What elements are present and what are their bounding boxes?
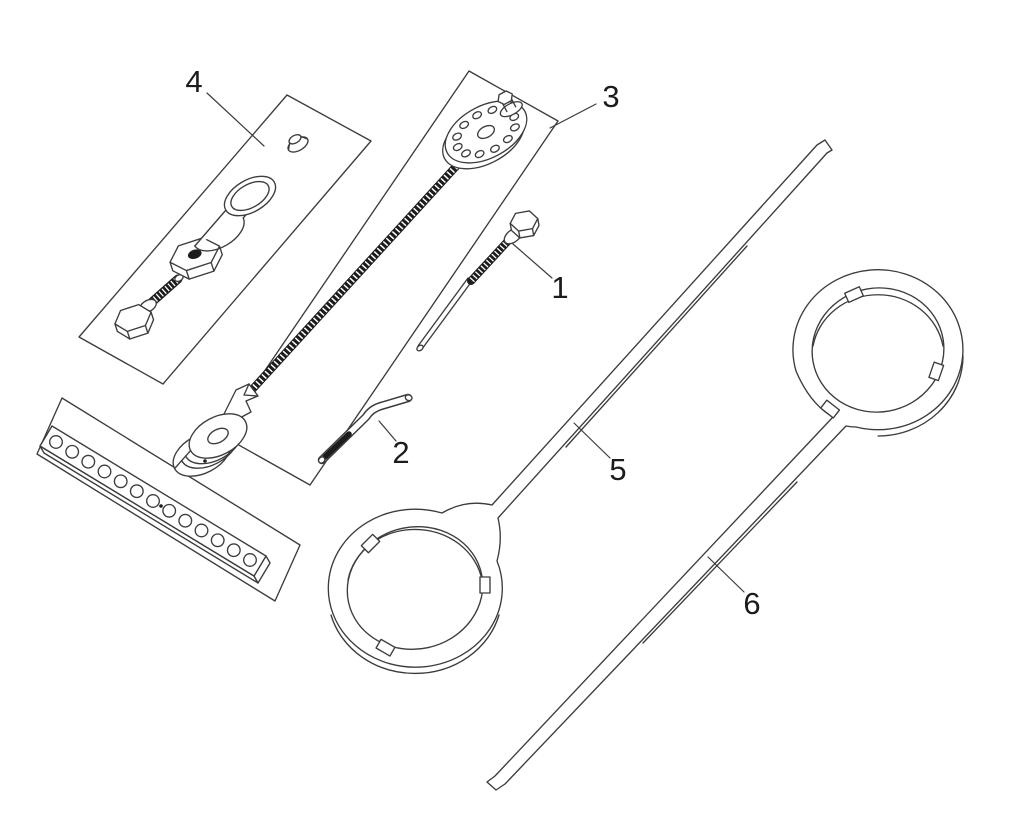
callout-5-leader <box>573 422 611 459</box>
wrench6-lug-c <box>820 399 841 419</box>
kit-cap <box>287 133 309 153</box>
part-bolt-1 <box>416 210 540 352</box>
kit-bolt <box>114 273 184 340</box>
wrench5-lug-c <box>375 638 396 657</box>
diagram-art: 1 2 3 4 5 6 <box>36 64 964 791</box>
callout-1: 1 <box>512 243 569 305</box>
panel-spindle <box>220 70 559 486</box>
callout-2-leader <box>378 420 397 442</box>
callout-6-leader <box>707 556 745 593</box>
part-spindle <box>172 90 528 477</box>
kit-panels <box>36 70 559 602</box>
spindle-pulley <box>172 413 248 477</box>
wrench6-lug-a <box>844 286 865 304</box>
kit-sleeve <box>194 175 277 252</box>
callout-2: 2 <box>378 420 410 470</box>
callout-1-label: 1 <box>551 270 568 305</box>
callout-5: 5 <box>573 422 627 487</box>
part-drilled-bar <box>39 425 271 584</box>
panel-bar <box>36 397 301 602</box>
spindle-disc <box>442 90 528 170</box>
callout-4-label: 4 <box>185 64 202 99</box>
callout-6: 6 <box>707 556 761 621</box>
wrench5-lug-a <box>360 533 381 554</box>
callout-1-leader <box>512 243 553 279</box>
callout-5-label: 5 <box>609 452 626 487</box>
callout-3: 3 <box>549 79 620 129</box>
callout-4-leader <box>206 92 265 147</box>
callout-3-leader <box>549 103 597 129</box>
callouts: 1 2 3 4 5 6 <box>185 64 760 621</box>
spindle-top-bolt <box>497 90 523 118</box>
wrench6-lug-b <box>928 361 945 382</box>
callout-2-label: 2 <box>392 435 409 470</box>
part-wrench-6 <box>486 269 964 791</box>
callout-3-label: 3 <box>602 79 619 114</box>
kit-nut <box>169 237 223 280</box>
wrench5-lug-b <box>479 576 491 594</box>
callout-4: 4 <box>185 64 265 147</box>
part-kit-upper <box>114 133 309 340</box>
callout-6-label: 6 <box>743 586 760 621</box>
part-hex-key <box>317 393 413 465</box>
part-wrench-5 <box>327 139 833 675</box>
panel-upper-kit <box>78 94 372 385</box>
wrench5-body <box>327 139 833 668</box>
